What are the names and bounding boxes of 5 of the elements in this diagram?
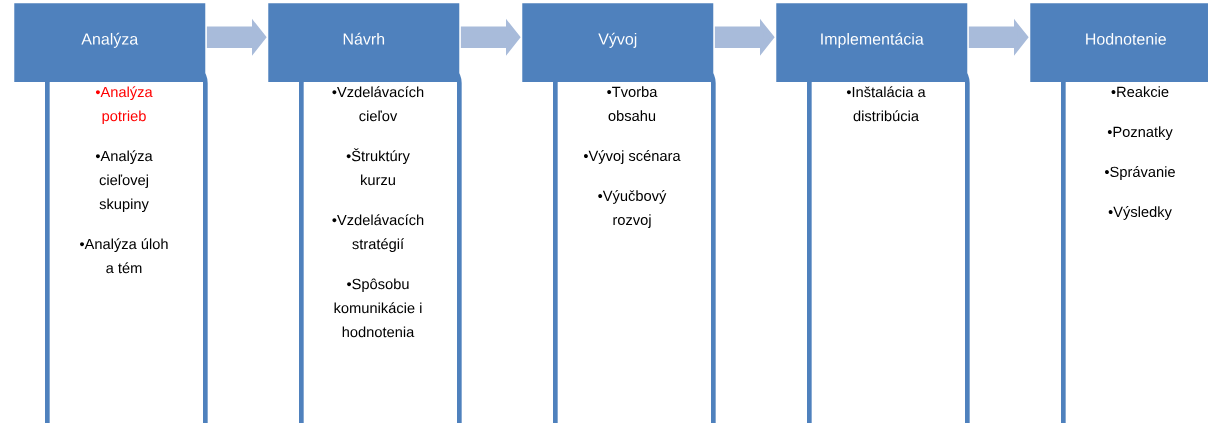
stage-header: Návrh bbox=[268, 3, 460, 82]
stage-header: Hodnotenie bbox=[1030, 3, 1208, 82]
stage-header: Analýza bbox=[14, 3, 206, 82]
stage-header: Vývoj bbox=[522, 3, 714, 82]
stage-header: Implementácia bbox=[776, 3, 968, 82]
